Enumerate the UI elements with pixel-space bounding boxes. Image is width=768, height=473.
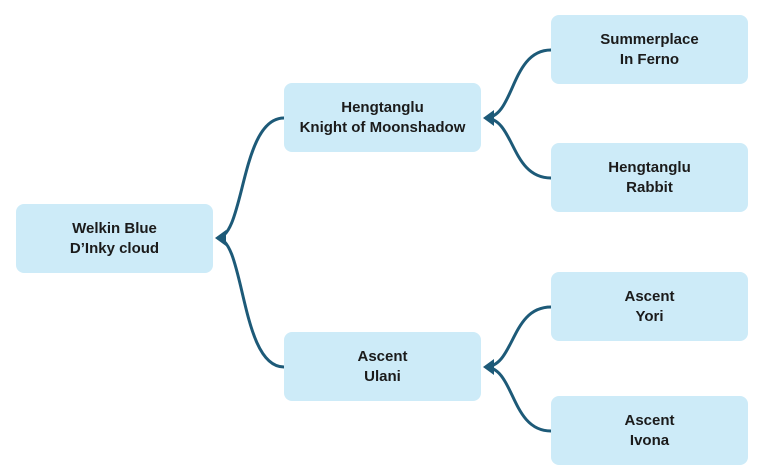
node-grandparent-4[interactable]: Ascent Ivona bbox=[551, 396, 748, 465]
node-grandparent-3-line2: Yori bbox=[635, 307, 664, 325]
connector-lower-sire bbox=[484, 305, 552, 369]
connector-lower-dam bbox=[484, 365, 552, 433]
connector-upper-dam bbox=[484, 116, 552, 180]
node-grandparent-1-line1: Summerplace bbox=[600, 30, 699, 48]
node-grandparent-2-line1: Hengtanglu bbox=[608, 158, 691, 176]
connector-root-lower bbox=[216, 236, 285, 369]
node-grandparent-4-line1: Ascent bbox=[624, 411, 675, 429]
arrowhead-upper bbox=[483, 110, 494, 126]
node-parent-upper-line2: Knight of Moonshadow bbox=[299, 118, 466, 136]
node-grandparent-3[interactable]: Ascent Yori bbox=[551, 272, 748, 341]
node-grandparent-3-line1: Ascent bbox=[624, 287, 675, 305]
node-grandparent-2-line2: Rabbit bbox=[626, 178, 673, 196]
node-root-line2: D’Inky cloud bbox=[69, 239, 160, 257]
connector-root-upper bbox=[216, 116, 285, 240]
arrowhead-lower bbox=[483, 359, 494, 375]
arrowhead-root bbox=[215, 230, 226, 246]
node-grandparent-4-line2: Ivona bbox=[629, 431, 670, 449]
node-grandparent-1-line2: In Ferno bbox=[619, 50, 680, 68]
node-grandparent-2[interactable]: Hengtanglu Rabbit bbox=[551, 143, 748, 212]
node-root[interactable]: Welkin Blue D’Inky cloud bbox=[16, 204, 213, 273]
node-parent-lower[interactable]: Ascent Ulani bbox=[284, 332, 481, 401]
node-parent-lower-line2: Ulani bbox=[364, 367, 401, 385]
node-parent-upper-line1: Hengtanglu bbox=[341, 98, 424, 116]
node-root-line1: Welkin Blue bbox=[72, 219, 157, 237]
node-parent-lower-line1: Ascent bbox=[357, 347, 408, 365]
node-parent-upper[interactable]: Hengtanglu Knight of Moonshadow bbox=[284, 83, 481, 152]
connector-upper-sire bbox=[484, 48, 552, 120]
node-grandparent-1[interactable]: Summerplace In Ferno bbox=[551, 15, 748, 84]
